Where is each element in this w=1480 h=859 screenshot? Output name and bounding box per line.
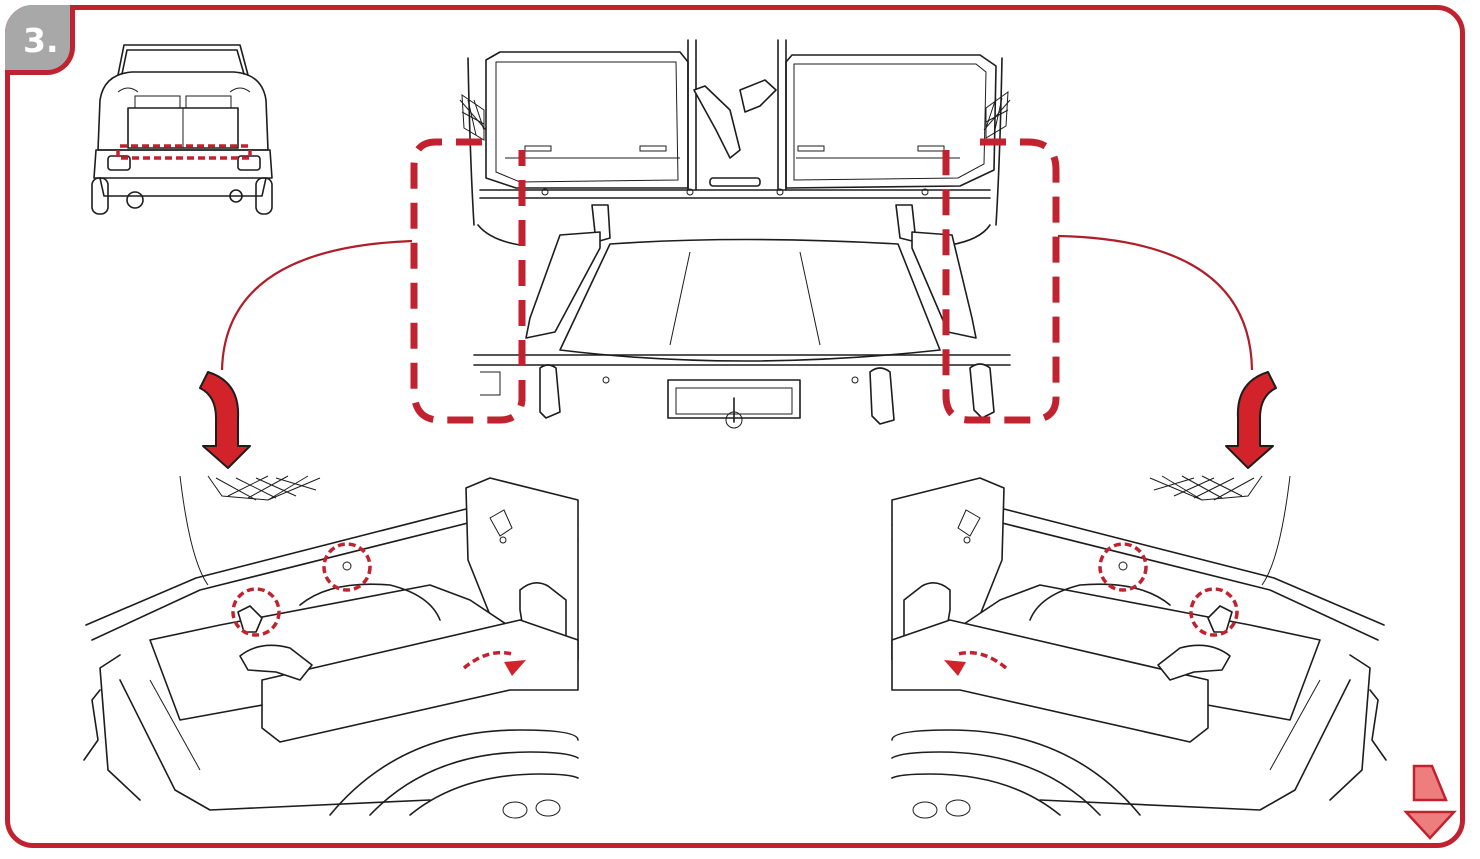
step-number-tab: 3. (5, 5, 75, 75)
instruction-frame (5, 5, 1465, 848)
right-trunk-corner-detail (891, 475, 1387, 819)
trunk-overview-illustration (199, 39, 1277, 469)
step-number-label: 3. (23, 21, 59, 60)
vehicle-rear-thumbnail (91, 44, 273, 215)
left-trunk-corner-detail (83, 475, 579, 819)
scroll-down-icon[interactable] (1403, 764, 1457, 840)
